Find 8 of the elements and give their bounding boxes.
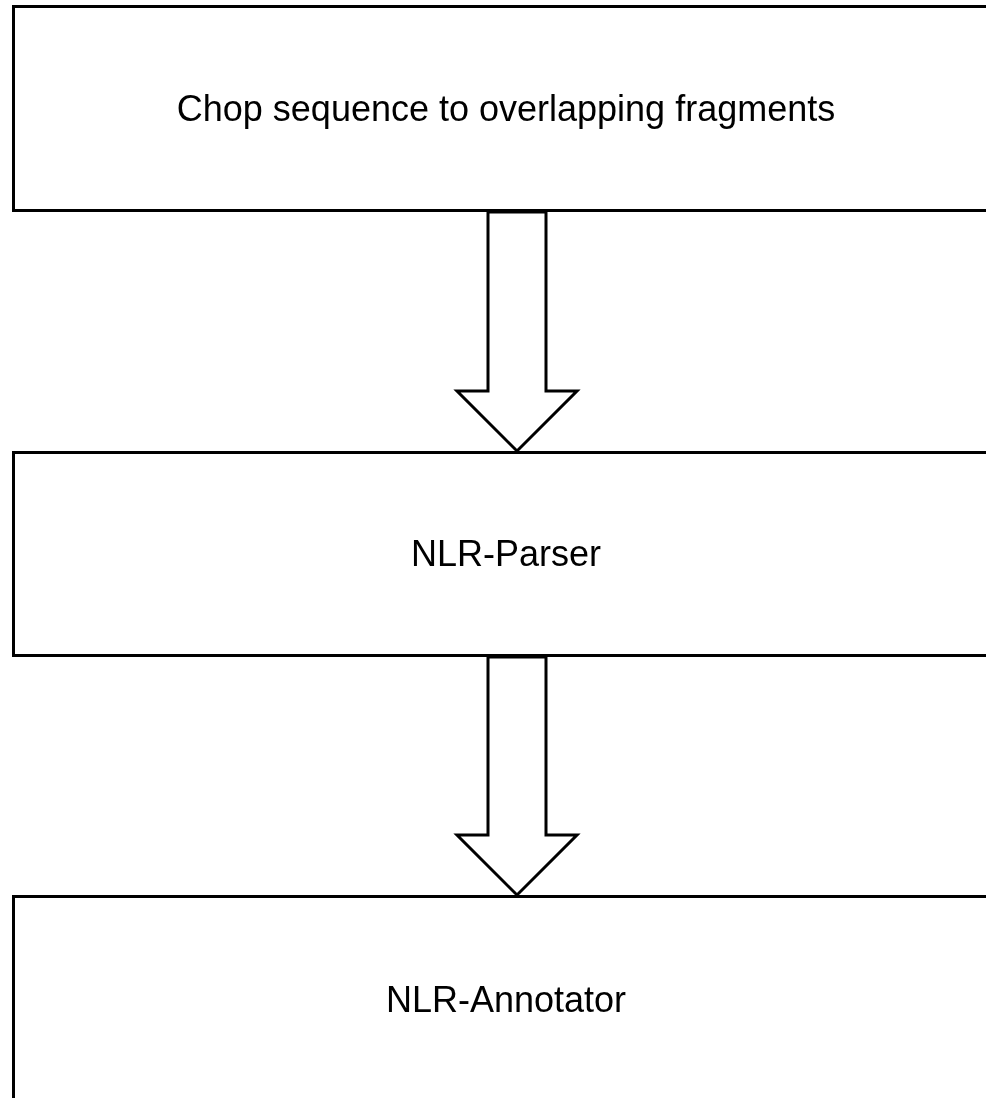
block-arrow (453, 655, 581, 898)
process-box (12, 451, 986, 657)
box-label: Chop sequence to overlapping fragments (176, 87, 836, 130)
block-arrow (453, 210, 581, 454)
process-box (12, 895, 986, 1098)
process-box (12, 5, 986, 212)
box-label: NLR-Annotator (385, 979, 627, 1021)
box-label: NLR-Parser (410, 533, 601, 575)
